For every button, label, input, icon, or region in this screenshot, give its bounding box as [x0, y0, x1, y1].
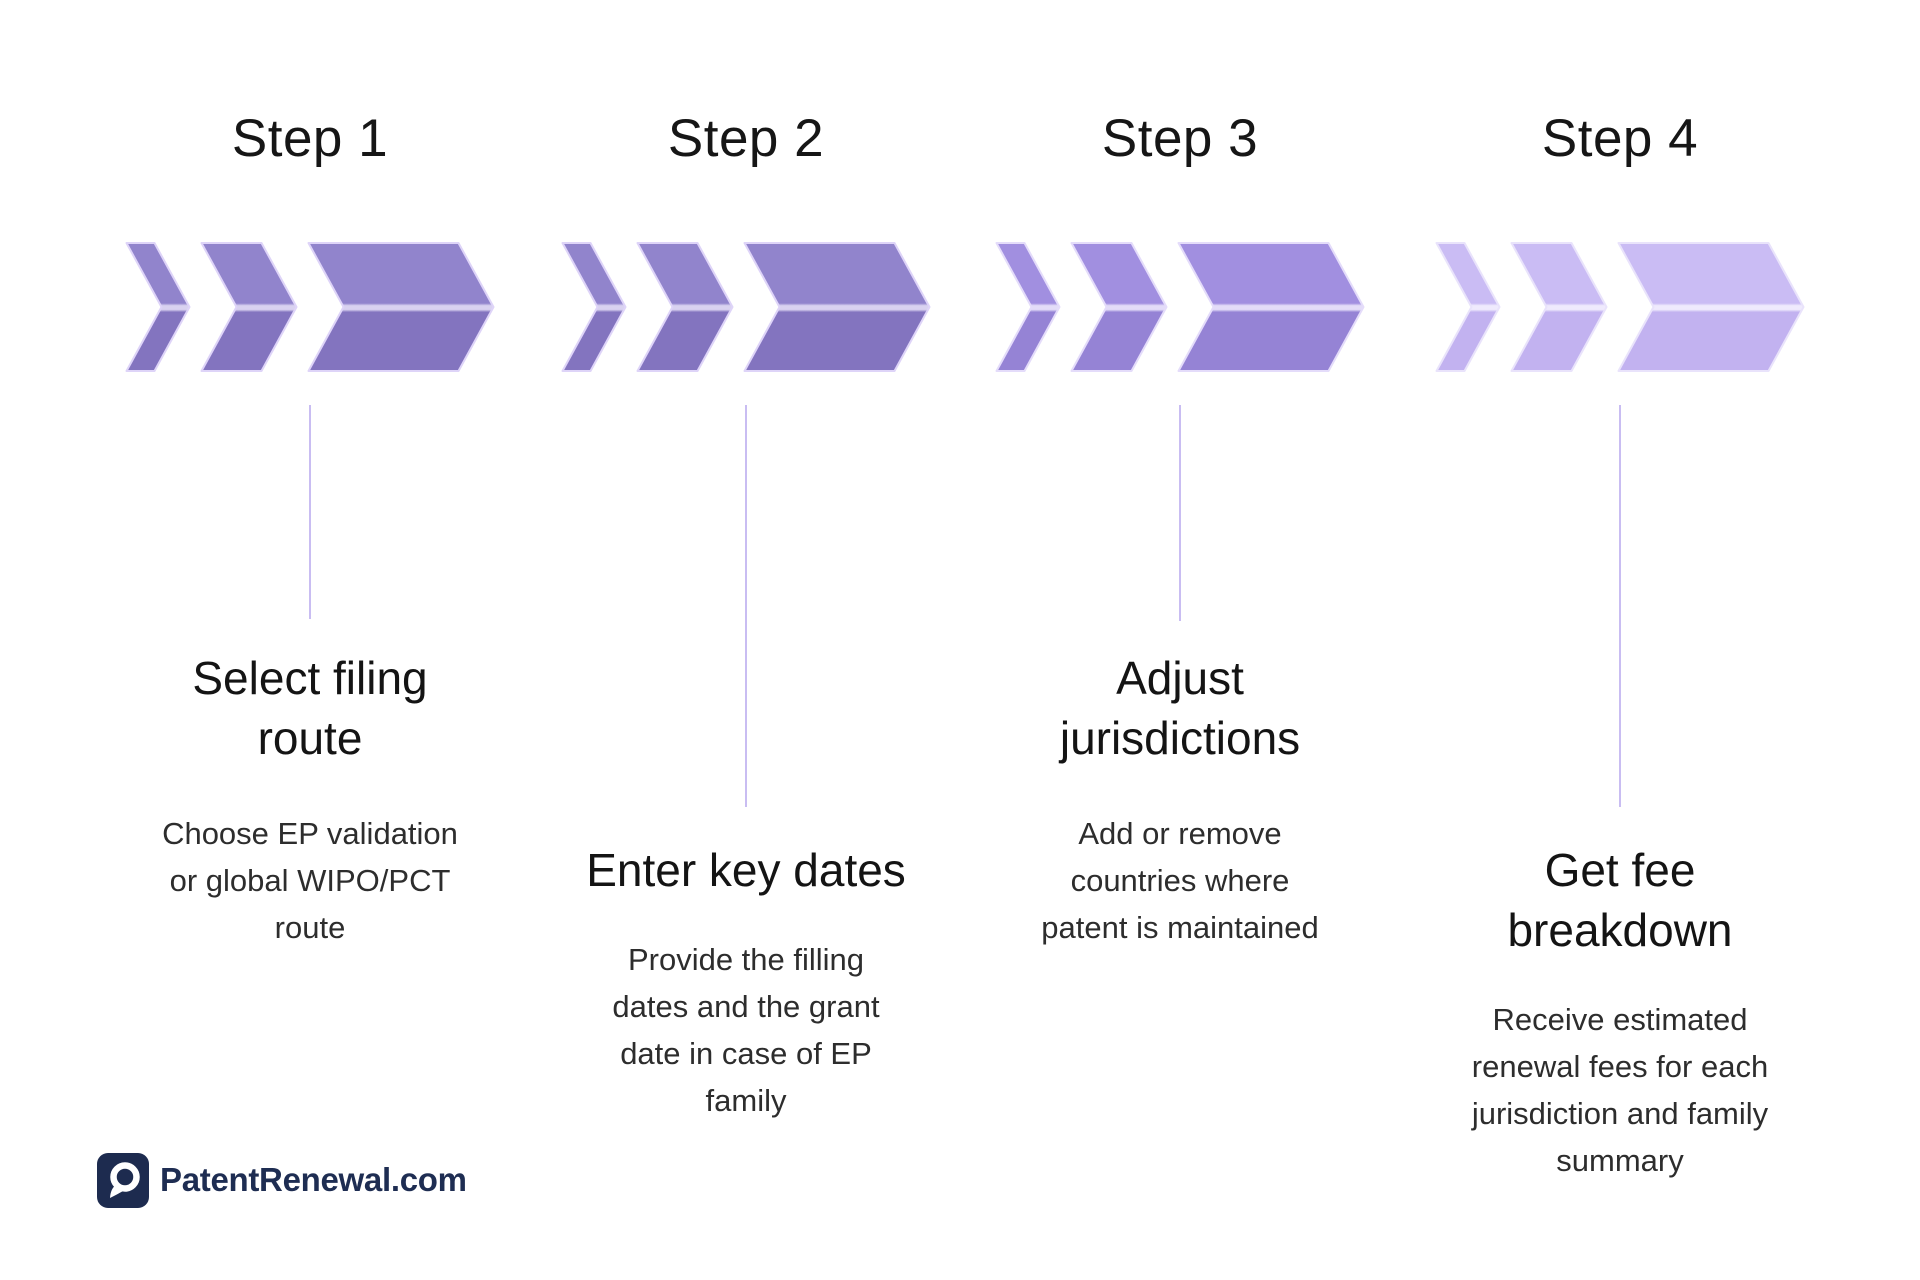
step-4-title: Get fee breakdown: [1507, 844, 1733, 956]
brand-logo: PatentRenewal.com: [97, 1152, 467, 1208]
step-3-label: Step 3: [1101, 109, 1259, 168]
step-3-connector-line: [1179, 405, 1181, 621]
step-1-connector-line: [309, 405, 311, 619]
step-3-description: Add or remove countries where patent is …: [1041, 816, 1319, 945]
step-2-description: Provide the filling dates and the grant …: [612, 942, 880, 1118]
step-2-chevron-arrows-icon: [561, 242, 931, 372]
step-2-connector-line: [745, 405, 747, 807]
step-1-description: Choose EP validation or global WIPO/PCT …: [162, 816, 458, 945]
step-2-label: Step 2: [667, 109, 825, 168]
step-4-chevron-arrows-icon: [1435, 242, 1805, 372]
step-column-3: Step 3 Adjust jurisdictions Add o: [970, 0, 1390, 1280]
step-2-title: Enter key dates: [586, 844, 906, 896]
step-1-chevron-arrows-icon: [125, 242, 495, 372]
step-4-connector-line: [1619, 405, 1621, 807]
chevron-right-icon: [561, 242, 931, 372]
step-column-4: Step 4 Get fee breakdown Receive: [1410, 0, 1830, 1280]
brand-name: PatentRenewal.com: [160, 1161, 467, 1198]
step-column-1: Step 1 Select filing route Choose: [100, 0, 520, 1280]
step-1-title: Select filing route: [192, 652, 428, 764]
step-4-description: Receive estimated renewal fees for each …: [1471, 1002, 1769, 1178]
chevron-right-icon: [1435, 242, 1805, 372]
step-3-chevron-arrows-icon: [995, 242, 1365, 372]
step-column-2: Step 2 Enter key dates Provide th: [536, 0, 956, 1280]
step-3-title: Adjust jurisdictions: [1059, 652, 1301, 764]
patent-renewal-magnifier-p-icon: [97, 1152, 149, 1208]
chevron-right-icon: [995, 242, 1365, 372]
step-4-label: Step 4: [1541, 109, 1699, 168]
step-1-label: Step 1: [231, 109, 389, 168]
chevron-right-icon: [125, 242, 495, 372]
